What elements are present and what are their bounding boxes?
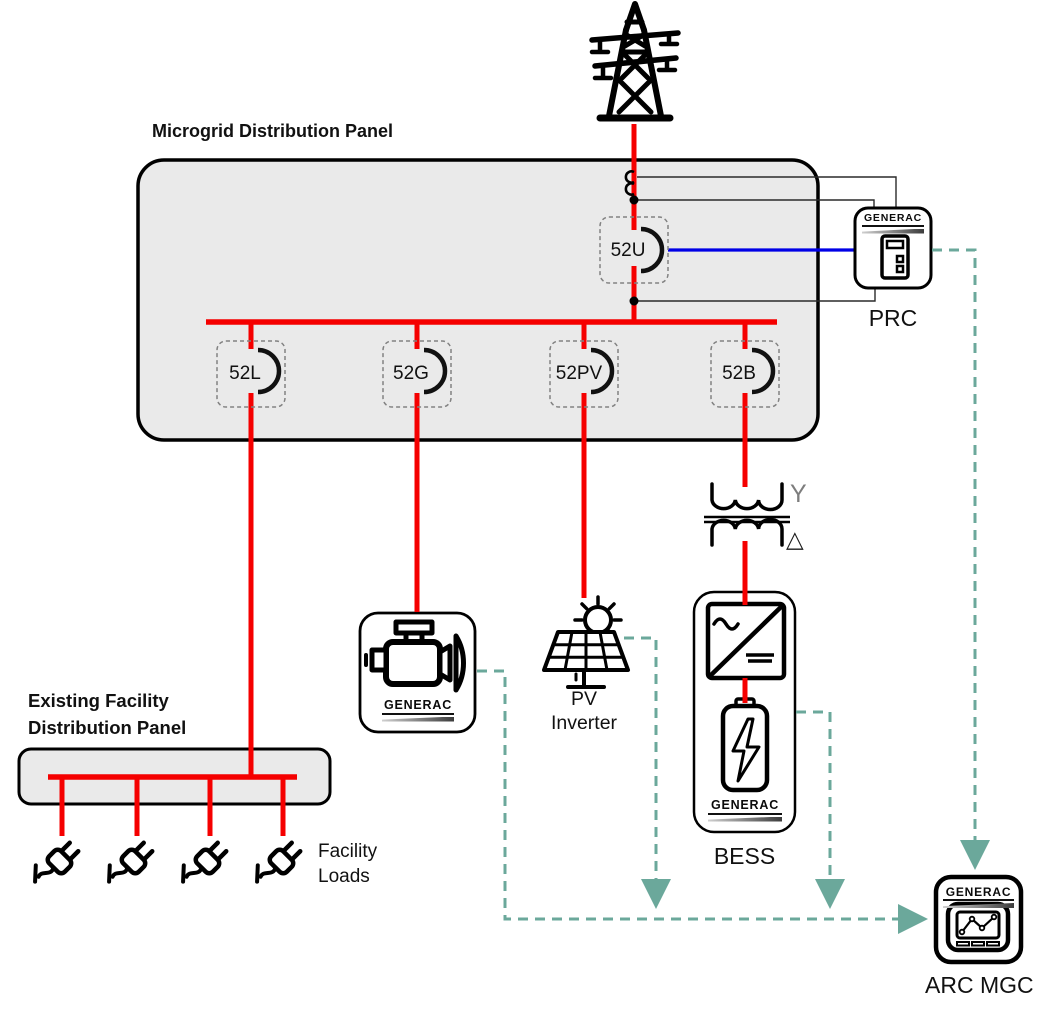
transmission-tower-icon [589,1,681,122]
solar-panel-sun-icon [542,595,630,689]
breakers [216,216,780,408]
power-plug-icon [255,840,303,884]
breaker-52l-contact [257,347,282,395]
breaker-52pv-contact [590,347,615,395]
generac-logo-text: GENERAC [382,699,454,715]
breaker-52b-box [710,340,780,408]
generac-logo-generator: GENERAC [382,699,454,722]
facility-loads-label-line2: Loads [318,866,370,887]
sense-line-upper [634,199,875,207]
facility-panel-title-line2: Distribution Panel [28,717,187,738]
facility-load-stubs [59,777,286,836]
monitor-chart-icon [945,901,1011,953]
ac-dc-inverter-icon [705,601,787,681]
breaker-52b-contact [751,347,776,395]
breaker-52g-label: 52G [393,363,429,384]
control-line-bess-to-arc [796,710,845,909]
generac-logo-prc: GENERAC [862,213,924,234]
controller-cabinet-icon [880,234,910,280]
generac-logo-text: GENERAC [943,886,1014,901]
power-plug-icon [181,840,229,884]
sense-line-lower [634,289,876,302]
breaker-52b-label: 52B [722,363,756,384]
power-plug-icon [33,840,81,884]
generac-logo-text: GENERAC [862,213,924,227]
control-line-generator-to-arc [477,669,928,934]
facility-panel-title-line1: Existing Facility [28,690,169,711]
arc-mgc-label: ARC MGC [925,972,1034,998]
junction-dot-upper [629,195,639,205]
junction-dot-lower [629,296,639,306]
breaker-52pv-label: 52PV [555,363,603,384]
facility-load-plugs [33,840,303,884]
generac-logo-swoosh [382,716,454,722]
transformer-delta-symbol: △ [786,526,804,552]
control-line-pv-to-arc [624,636,671,909]
generac-logo-swoosh [943,903,1014,908]
breaker-52u-contact [640,226,665,274]
transformer-wye-symbol: Y [790,480,807,508]
pv-inverter-label-line2: Inverter [550,712,618,734]
breaker-52g-box [382,340,452,408]
breaker-52u-box [599,216,669,284]
prc-label: PRC [868,305,918,331]
breaker-52l-label: 52L [229,363,261,384]
current-transformer-icon [624,170,635,196]
pv-inverter-label-line1: PV [570,688,597,710]
transformer-symbol [704,482,790,547]
microgrid-panel-title: Microgrid Distribution Panel [152,121,394,141]
generac-logo-bess: GENERAC [708,799,782,822]
generac-logo-arc: GENERAC [943,886,1014,908]
breaker-52g-contact [423,347,448,395]
power-lines [48,124,777,836]
facility-loads-label-line1: Facility [318,841,378,862]
bess-label: BESS [713,843,776,869]
generac-logo-swoosh [862,228,924,234]
generac-logo-text: GENERAC [708,799,782,815]
sense-line-ct [637,176,897,207]
power-plug-icon [107,840,155,884]
control-line-prc-to-arc [932,248,990,870]
breaker-52l-box [216,340,286,408]
breaker-52u-label: 52U [610,240,646,261]
engine-generator-icon [364,619,466,693]
generac-logo-swoosh [708,816,782,822]
microgrid-distribution-panel [136,158,820,442]
battery-bolt-icon [720,697,770,793]
control-lines [477,248,990,934]
breaker-52pv-box [549,340,619,408]
sense-lines [634,176,897,302]
